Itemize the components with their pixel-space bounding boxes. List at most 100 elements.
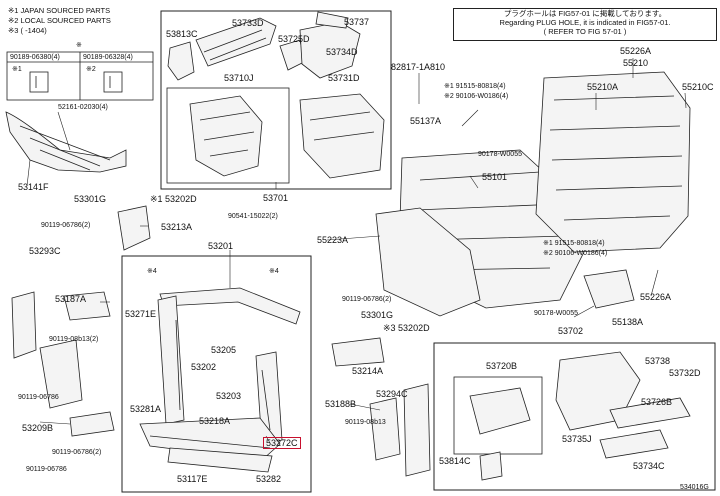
part-label-53213a[interactable]: 53213A [161,222,193,232]
part-label-55210[interactable]: 55210 [623,58,649,68]
part-label-91515-bottom[interactable]: ※1 91515-80818(4) [543,240,605,247]
part-label-53725d[interactable]: 53725D [278,34,310,44]
part-53213a [117,205,151,251]
legend-line-3: ※3 ( -1404) [8,26,47,35]
group-box-53201 [121,255,312,493]
part-label-53710j[interactable]: 53710J [224,73,254,83]
part-label-53214a[interactable]: 53214A [352,366,384,376]
part-label-90106-top[interactable]: ※2 90106-W0186(4) [444,93,509,100]
part-label-53734c[interactable]: 53734C [633,461,665,471]
part-label-53737[interactable]: 53737 [344,17,370,27]
part-label-53282[interactable]: 53282 [256,474,282,484]
part-label-90119-08b13-middle[interactable]: 90119-08b13 [345,419,386,426]
part-label-53301g-middle[interactable]: 53301G [361,310,394,320]
part-55138a [583,269,635,309]
group-box-53710j [166,87,290,184]
part-label-53141f[interactable]: 53141F [18,182,49,192]
part-53214a [331,337,385,367]
part-label-90119-06786-lower-left[interactable]: 90119-06786 [18,394,59,401]
part-label-53294c[interactable]: 53294C [376,389,408,399]
plug-note-line-3[interactable]: ( REFER TO FIG 57-01 ) [543,27,627,36]
part-label-53202d-top[interactable]: ※1 53202D [150,194,197,204]
part-label-90178-top[interactable]: 90178-W0055 [478,151,522,158]
part-53188b [369,397,401,461]
part-53726b [609,397,691,429]
part-53813c [167,41,195,81]
part-label-53209b[interactable]: 53209B [22,423,54,433]
part-53187a [63,291,111,321]
legend-sub-right: ※2 [86,66,96,73]
part-label-53733d[interactable]: 53733D [232,18,264,28]
part-label-53203[interactable]: 53203 [216,391,242,401]
part-label-55210a[interactable]: 55210A [587,82,619,92]
part-53294c [403,383,431,477]
part-label-53701[interactable]: 53701 [263,193,289,203]
plug-hole-note: プラグホールは FIG57-01 に掲載しております。 Regarding PL… [453,8,717,41]
part-label-52161[interactable]: 52161-02030(4) [58,104,108,111]
part-label-82817[interactable]: 82817-1A810 [391,62,446,72]
part-label-90178-bottom[interactable]: 90178-W0055 [534,310,578,317]
part-label-90119-06786-bottom-2[interactable]: 90119-06786 [26,466,67,473]
plug-icon-right [103,71,123,93]
part-53814c [479,451,503,481]
part-cowl-panel [5,111,127,173]
part-label-53732d[interactable]: 53732D [669,368,701,378]
part-label-53813c[interactable]: 53813C [166,29,198,39]
part-53202-side [157,295,185,425]
part-label-53271e[interactable]: 53271E [125,309,157,319]
part-label-55138a[interactable]: 55138A [612,317,644,327]
part-55223a-insulator [375,207,481,317]
part-label-53720b[interactable]: 53720B [486,361,518,371]
part-label-53293c[interactable]: 53293C [29,246,61,256]
part-label-55210c[interactable]: 55210C [682,82,714,92]
part-label-53187a[interactable]: 53187A [55,294,87,304]
part-label-53734d[interactable]: 53734D [326,47,358,57]
part-label-90541[interactable]: 90541-15022(2) [228,213,278,220]
part-53720b [469,387,531,435]
part-label-53188b[interactable]: 53188B [325,399,357,409]
part-label-90119-06786-bottom[interactable]: 90119-06786(2) [52,449,102,456]
legend-sub-left: ※1 [12,66,22,73]
legend-table-right[interactable]: 90189-06328(4) [83,54,133,61]
legend-line-1: ※1 JAPAN SOURCED PARTS [8,6,111,15]
part-53710j [189,95,263,177]
part-label-53117e[interactable]: 53117E [177,474,208,484]
part-53209b [69,411,115,437]
part-label-53702[interactable]: 53702 [558,326,584,336]
part-53733d [195,17,277,67]
legend-line-2: ※2 LOCAL SOURCED PARTS [8,16,111,25]
part-hood-lock [39,339,83,409]
plug-icon-left [29,71,49,93]
part-label-53202[interactable]: 53202 [191,362,217,372]
part-label-53202d-middle[interactable]: ※3 53202D [383,323,430,333]
part-label-90106-bottom[interactable]: ※2 90106-W0186(4) [543,250,608,257]
part-label-53738[interactable]: 53738 [645,356,671,366]
part-label-star4-b: ※4 [269,268,279,275]
part-label-55137a[interactable]: 55137A [410,116,442,126]
part-label-53272c-highlighted[interactable]: 53272C [263,437,301,449]
part-label-55223a[interactable]: 55223A [317,235,349,245]
part-label-53814c[interactable]: 53814C [439,456,471,466]
part-label-53205[interactable]: 53205 [211,345,237,355]
group-box-53702 [433,342,716,491]
part-label-53735j[interactable]: 53735J [562,434,592,444]
part-label-53218a[interactable]: 53218A [199,416,231,426]
part-label-90119-08b13-left[interactable]: 90119-08b13(2) [49,336,99,343]
part-53734c [599,429,669,459]
part-label-53726b[interactable]: 53726B [641,397,673,407]
legend-table-left[interactable]: 90189-06380(4) [10,54,60,61]
part-label-53201[interactable]: 53201 [208,241,234,251]
figure-code: 534016G [680,484,709,491]
part-label-55101[interactable]: 55101 [482,172,508,182]
part-label-90119-06786-middle[interactable]: 90119-06786(2) [342,296,392,303]
part-label-90119-06786-left[interactable]: 90119-06786(2) [41,222,91,229]
part-label-91515-top[interactable]: ※1 91515-80818(4) [444,83,506,90]
part-53282-lower [167,447,273,473]
part-label-55226a-bottom[interactable]: 55226A [640,292,672,302]
part-53725d [279,39,305,71]
part-label-53281a[interactable]: 53281A [130,404,162,414]
part-label-55226a-top[interactable]: 55226A [620,46,652,56]
part-label-53731d[interactable]: 53731D [328,73,360,83]
part-label-53301g[interactable]: 53301G [74,194,107,204]
